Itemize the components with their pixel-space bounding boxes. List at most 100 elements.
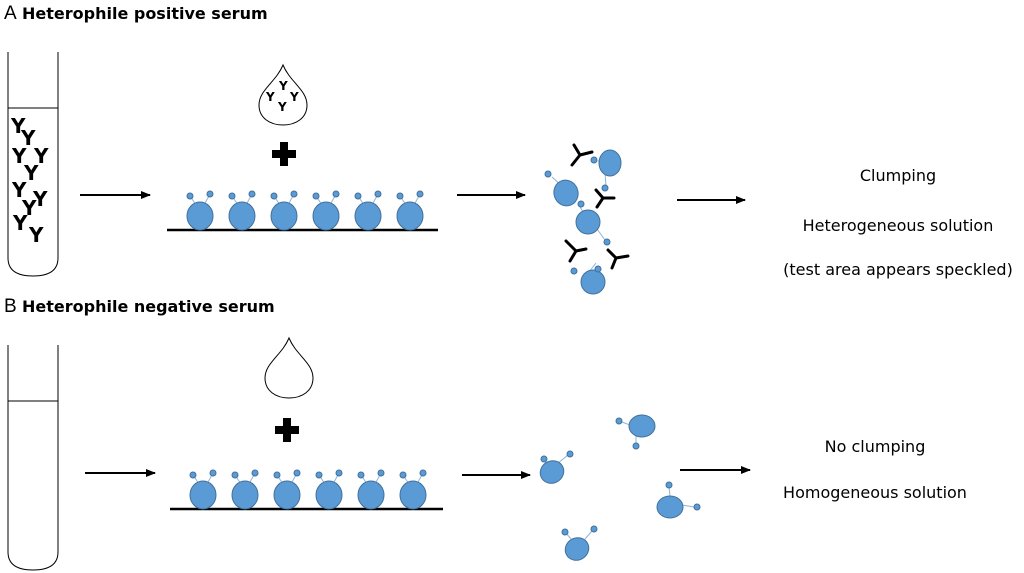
antigen-bead [354, 201, 382, 231]
antigen-dot [270, 192, 278, 200]
dispersed-beads [539, 414, 701, 561]
antigen-dot [189, 471, 197, 479]
antigen-dot [665, 481, 673, 489]
antigen-dot [231, 471, 239, 479]
antigen-dot [251, 469, 259, 477]
panel-b: B Heterophile negative serum [4, 296, 967, 571]
antigen-bead [357, 480, 385, 510]
test-tube-positive: Y Y Y Y Y Y Y Y Y Y [7, 52, 59, 277]
panel-b-letter: B [4, 296, 17, 317]
antigen-dot [416, 190, 424, 198]
antigen-dot [540, 455, 548, 463]
antibody-glyphs-in-tube: Y Y Y Y Y Y Y Y Y Y [10, 114, 49, 247]
test-tube-negative [7, 345, 59, 571]
antigen-bead [598, 149, 622, 177]
antigen-bead [575, 209, 601, 235]
antibody-glyph: Y [278, 79, 288, 93]
antigen-dot [419, 469, 427, 477]
antigen-dot [396, 192, 404, 200]
antigen-dot [209, 469, 217, 477]
antigen-dot [335, 469, 343, 477]
result-no-clumping: No clumping [825, 437, 926, 456]
antibody-glyph: Y [265, 90, 275, 104]
antigen-bead [315, 480, 343, 510]
result-clumping: Clumping [860, 166, 936, 185]
antigen-dot [315, 471, 323, 479]
antigen-dot [186, 192, 194, 200]
antigen-dot [615, 417, 623, 425]
serum-drop-with-antibodies: Y Y Y Y [258, 63, 308, 126]
antigen-bead [231, 480, 259, 510]
antigen-dot [561, 528, 569, 536]
panel-a: A Heterophile positive serum Y Y Y Y Y Y… [4, 3, 1013, 295]
antigen-bead [399, 480, 427, 510]
antigen-dot [594, 265, 602, 273]
antibody-glyph: Y [33, 144, 49, 168]
antigen-dot [399, 471, 407, 479]
antigen-bead [273, 480, 301, 510]
antigen-dot [290, 190, 298, 198]
antigen-dot [590, 525, 598, 533]
antibody-glyph: Y [10, 114, 26, 138]
antigen-bead [656, 495, 684, 519]
antibody-shape [606, 248, 630, 270]
panel-a-letter: A [4, 3, 17, 24]
antigen-bead [228, 201, 256, 231]
antigen-dot [354, 192, 362, 200]
result-heterogeneous: Heterogeneous solution [803, 216, 994, 235]
antibody-glyph: Y [289, 90, 299, 104]
antibody-glyph: Y [23, 161, 39, 185]
antibody-glyph: Y [11, 144, 27, 168]
panel-b-title: Heterophile negative serum [22, 297, 275, 316]
antigen-bead [553, 179, 579, 207]
antigen-dot [601, 184, 609, 192]
antigen-dot [273, 471, 281, 479]
antigen-dot [228, 192, 236, 200]
antigen-dot [377, 469, 385, 477]
antibody-glyph: Y [28, 223, 44, 247]
result-homogeneous: Homogeneous solution [783, 483, 967, 502]
clump-bead-group [544, 149, 622, 295]
antigen-bead [270, 201, 298, 231]
antigen-bead [396, 201, 424, 231]
antibody-glyph: Y [32, 187, 48, 211]
antigen-dot [693, 503, 701, 511]
antigen-dot [357, 471, 365, 479]
antibody-glyph: Y [21, 196, 37, 220]
antibody-shape [564, 239, 588, 263]
antigen-dot [293, 469, 301, 477]
antigen-bead [312, 201, 340, 231]
plus-icon [275, 418, 299, 442]
antigen-dot [332, 190, 340, 198]
serum-drop-empty [264, 336, 314, 399]
antibody-glyph: Y [11, 178, 27, 202]
antigen-beads-surface-a [167, 190, 438, 232]
antigen-bead [189, 480, 217, 510]
antibody-glyph: Y [12, 211, 28, 235]
antigen-dot [374, 190, 382, 198]
panel-a-title: Heterophile positive serum [22, 4, 268, 23]
antibody-glyph: Y [20, 126, 36, 150]
antigen-dot [248, 190, 256, 198]
antigen-dot [603, 238, 611, 246]
antigen-dot [632, 442, 640, 450]
antigen-dot [206, 190, 214, 198]
antibody-shape [570, 143, 594, 167]
plus-icon [272, 142, 296, 166]
antigen-bead [628, 414, 656, 438]
antigen-beads-surface-b [170, 469, 443, 511]
antigen-dot [544, 170, 552, 178]
antibody-shape [594, 188, 616, 209]
antibody-glyph: Y [277, 100, 287, 114]
antigen-dot [570, 267, 578, 275]
antigen-dot [590, 156, 598, 164]
antigen-bead [580, 269, 606, 295]
antigen-dot [566, 450, 574, 458]
antigen-bead [539, 460, 565, 484]
clumped-beads [564, 143, 630, 270]
result-speckled-note: (test area appears speckled) [783, 260, 1013, 279]
antigen-bead [186, 201, 214, 231]
antigen-dot [312, 192, 320, 200]
antigen-bead [564, 537, 590, 561]
